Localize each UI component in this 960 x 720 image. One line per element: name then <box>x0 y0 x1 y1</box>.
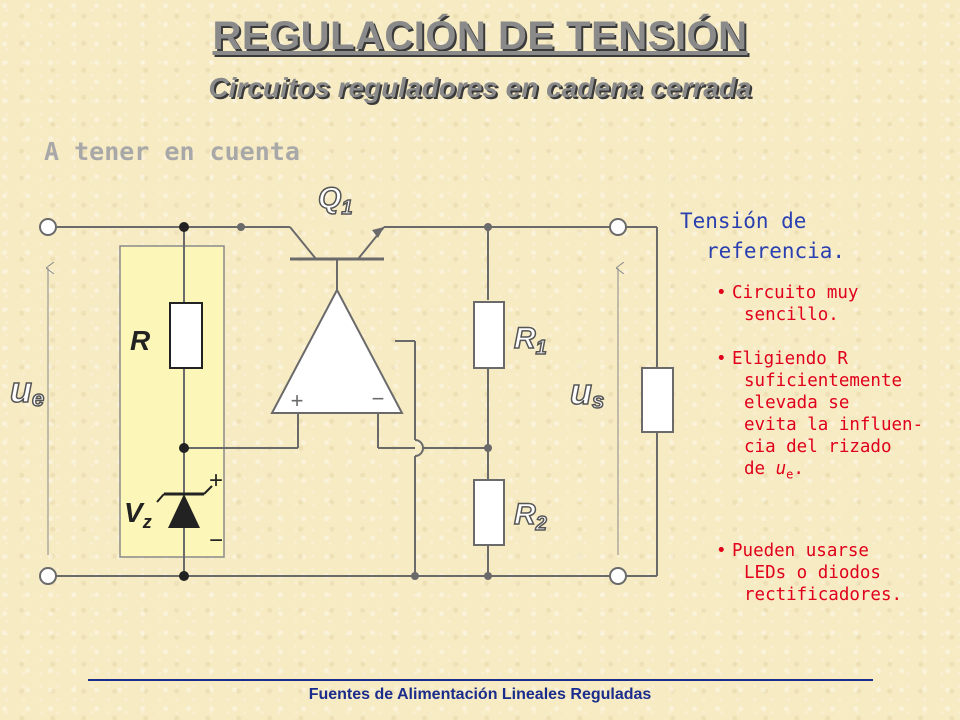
output-terminal-top <box>609 218 627 236</box>
output-terminal-bottom <box>609 567 627 585</box>
label-r: R <box>130 325 151 356</box>
bullet-choose-r: • Eligiendo R suficientemente elevada se… <box>716 348 956 486</box>
slide-subtitle: Circuitos reguladores en cadena cerrada <box>208 72 752 103</box>
opamp-plus-label: + <box>291 388 304 413</box>
bullet3-line1: Pueden usarse <box>732 541 869 561</box>
zener-diode <box>156 485 213 528</box>
node-dot <box>179 222 189 232</box>
resistor-r <box>169 302 203 369</box>
label-ue: ue <box>10 369 44 411</box>
node-dot <box>179 571 189 581</box>
bullet-dot: • <box>716 541 727 561</box>
bullet2-line1: Eligiendo R <box>732 349 848 369</box>
bullet2-line4: evita la influen- <box>744 415 924 435</box>
label-us: us <box>570 371 604 413</box>
transistor-emitter-arrow <box>372 227 384 238</box>
input-terminal-bottom <box>39 567 57 585</box>
zener-minus-label: − <box>209 527 223 554</box>
node-dot <box>237 223 245 231</box>
label-q1: Q1 <box>318 182 352 219</box>
label-r2: R2 <box>514 498 547 535</box>
label-vz: Vz <box>124 497 152 532</box>
bullet1-line1: Circuito muy <box>732 283 859 303</box>
resistor-r1 <box>473 301 505 369</box>
load-resistor <box>641 367 674 433</box>
bullet-simple-circuit: • Circuito muy sencillo. <box>716 282 956 326</box>
section-heading: A tener en cuenta <box>44 137 300 166</box>
opamp-triangle <box>270 287 404 414</box>
node-dot <box>179 443 189 453</box>
bullet1-line2: sencillo. <box>744 305 839 325</box>
bullet3-line3: rectificadores. <box>744 585 903 605</box>
reference-highlight-box <box>119 245 225 558</box>
zener-plus-label: + <box>209 467 223 494</box>
bullet2-line6: de ue. <box>744 459 804 482</box>
reference-heading-line1: Tensión de <box>680 209 807 233</box>
bullet-dot: • <box>716 349 727 369</box>
label-r1: R1 <box>514 322 547 359</box>
bullet2-line2: suficientemente <box>744 371 903 391</box>
resistor-r2 <box>473 479 505 546</box>
node-dot <box>411 572 419 580</box>
node-dot <box>484 572 492 580</box>
input-terminal-top <box>39 218 57 236</box>
reference-heading: Tensión de referencia. <box>680 206 930 266</box>
reference-heading-line2: referencia. <box>706 239 846 263</box>
bullet2-line5: cia del rizado <box>744 437 892 457</box>
node-dot <box>484 223 492 231</box>
footer-text: Fuentes de Alimentación Lineales Regulad… <box>308 686 652 703</box>
bullet-leds-diodes: • Pueden usarse LEDs o diodos rectificad… <box>716 540 956 606</box>
node-dot <box>484 444 492 452</box>
slide-title: REGULACIÓN DE TENSIÓN <box>212 14 748 58</box>
bullet3-line2: LEDs o diodos <box>744 563 881 583</box>
opamp-minus-label: − <box>372 386 385 411</box>
bullet2-line3: elevada se <box>744 393 850 413</box>
bullet-dot: • <box>716 283 727 303</box>
footer-divider <box>88 679 873 681</box>
